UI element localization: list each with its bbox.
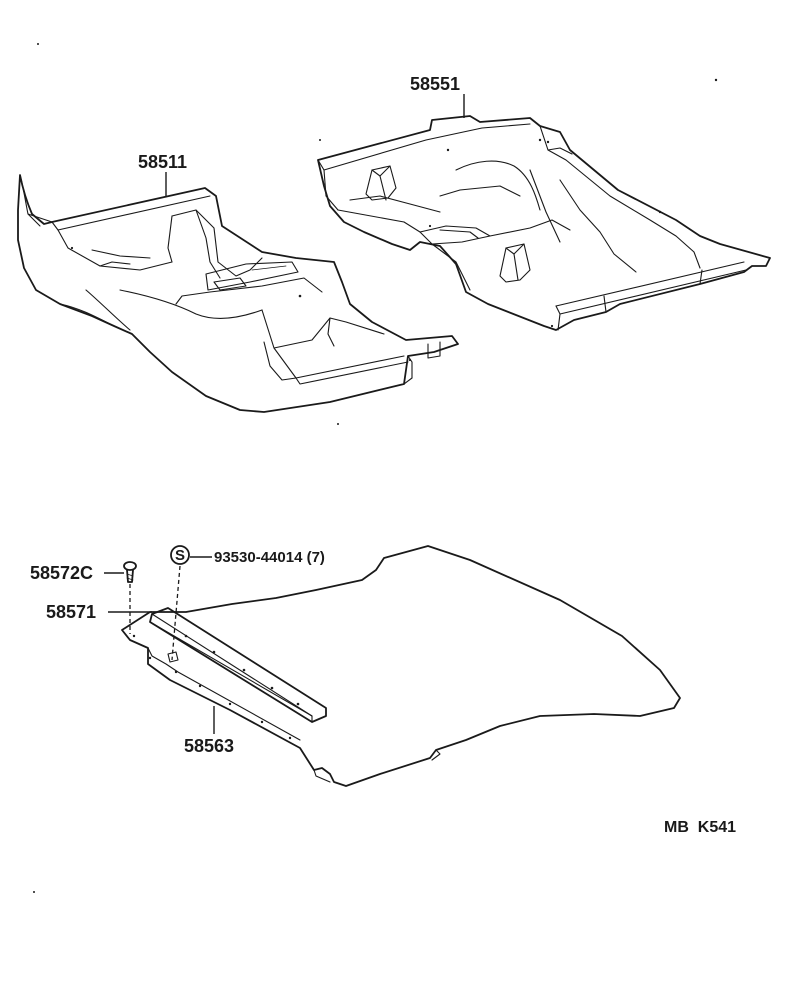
diagram-code: MB K541: [664, 819, 736, 836]
part-number-58511: 58511: [138, 152, 187, 172]
front-floor-carpet: [17, 174, 459, 413]
retainer-strip: [149, 607, 327, 740]
rear-deck-mat: [121, 545, 681, 787]
rear-floor-carpet: [317, 115, 771, 331]
part-number-58563: 58563: [184, 736, 234, 756]
part-number-58571: 58571: [46, 602, 96, 622]
clip: [167, 565, 181, 663]
part-number-93530-44014: 93530-44014 (7): [214, 549, 325, 566]
part-number-58551: 58551: [410, 74, 460, 94]
screw: [123, 561, 137, 634]
clip-callout: S 93530-44014 (7): [170, 545, 325, 566]
standard-part-symbol: S: [175, 547, 185, 564]
part-number-58572C: 58572C: [30, 563, 93, 583]
